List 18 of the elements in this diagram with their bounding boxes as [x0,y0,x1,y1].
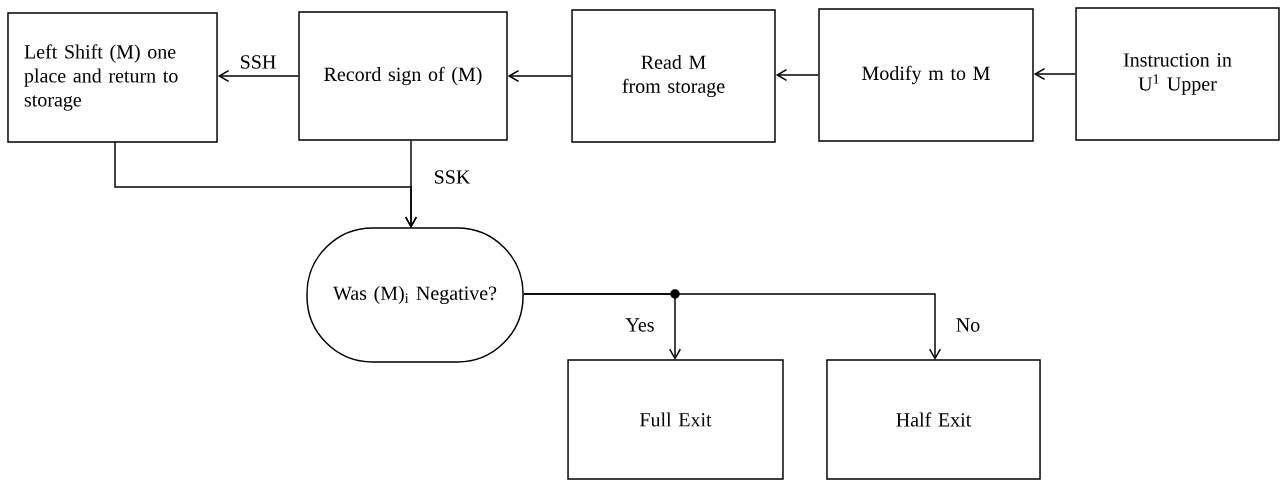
edge-label: No [954,317,982,333]
edge-label: SSH [238,53,278,71]
edge-label: Yes [624,317,656,333]
process-box: Half Exit [826,359,1041,480]
process-box: Full Exit [567,359,784,480]
arrow [114,141,418,228]
arrow [523,293,942,360]
process-box: Modify m to M [818,8,1034,142]
process-box: Instruction in U$^{1}$ Upper [1075,7,1280,141]
edge-label: SSK [432,168,472,186]
decision-terminal: Was (M)$_{i}$ Negative? [306,227,524,363]
arrow [217,69,299,83]
process-box: Read M from storage [571,9,776,143]
process-box: Left Shift (M) one place and return to storage [7,12,218,143]
arrow [775,68,819,82]
arrow [507,69,573,83]
arrow [1033,67,1077,81]
process-box: Record sign of (M) [298,11,508,141]
